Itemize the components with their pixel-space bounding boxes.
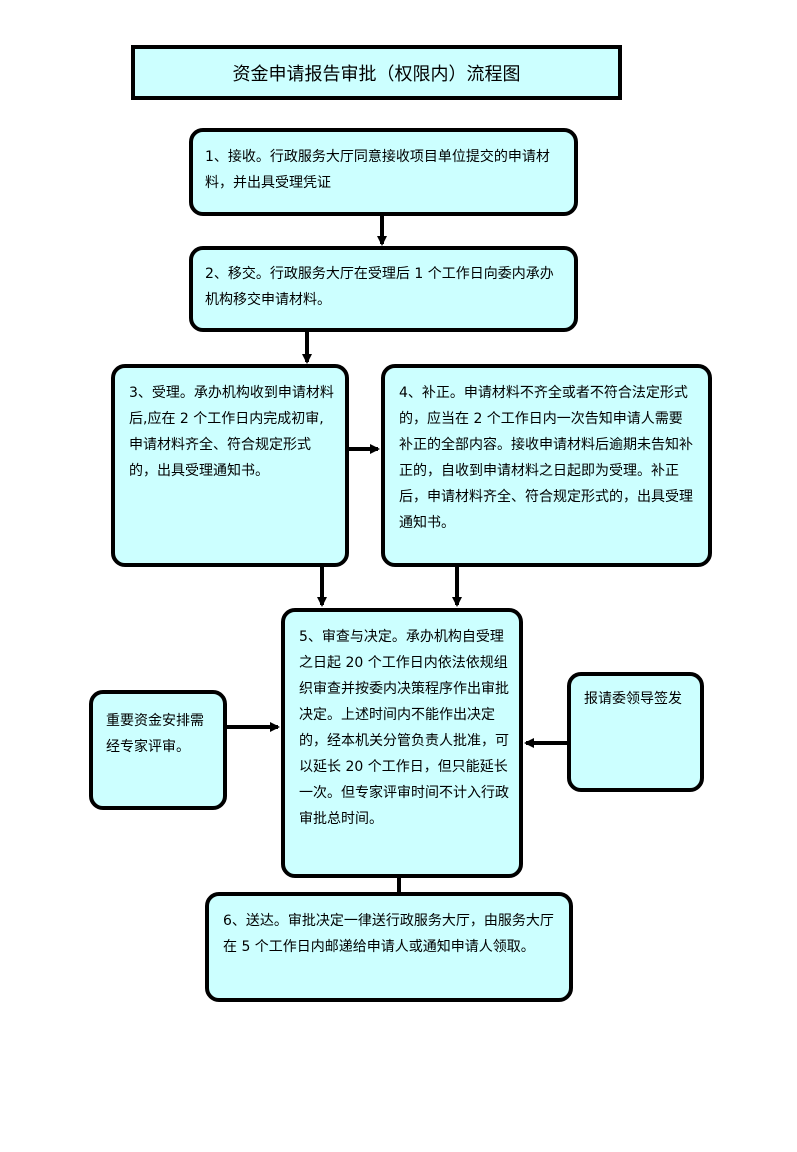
step-5-review-decision: 5、审查与决定。承办机构自受理之日起 20 个工作日内依法依规组织审查并按委内决… (281, 608, 523, 878)
note-leader-sign-text: 报请委领导签发 (584, 691, 682, 707)
page-title: 资金申请报告审批（权限内）流程图 (131, 45, 622, 100)
step-3-accept: 3、受理。承办机构收到申请材料后,应在 2 个工作日内完成初审,申请材料齐全、符… (111, 364, 349, 567)
step-6-deliver: 6、送达。审批决定一律送行政服务大厅，由服务大厅在 5 个工作日内邮递给申请人或… (205, 892, 573, 1002)
step-2-text: 2、移交。行政服务大厅在受理后 1 个工作日向委内承办机构移交申请材料。 (205, 266, 554, 308)
step-1-text: 1、接收。行政服务大厅同意接收项目单位提交的申请材料，并出具受理凭证 (205, 149, 550, 191)
note-expert-review: 重要资金安排需经专家评审。 (89, 690, 227, 810)
note-leader-sign: 报请委领导签发 (567, 672, 704, 792)
step-5-text: 5、审查与决定。承办机构自受理之日起 20 个工作日内依法依规组织审查并按委内决… (299, 629, 509, 827)
step-6-text: 6、送达。审批决定一律送行政服务大厅，由服务大厅在 5 个工作日内邮递给申请人或… (223, 913, 554, 955)
step-4-supplement: 4、补正。申请材料不齐全或者不符合法定形式的，应当在 2 个工作日内一次告知申请… (381, 364, 712, 567)
step-2-transfer: 2、移交。行政服务大厅在受理后 1 个工作日向委内承办机构移交申请材料。 (189, 246, 578, 332)
title-text: 资金申请报告审批（权限内）流程图 (232, 63, 521, 85)
step-3-text: 3、受理。承办机构收到申请材料后,应在 2 个工作日内完成初审,申请材料齐全、符… (129, 385, 334, 479)
note-expert-review-text: 重要资金安排需经专家评审。 (106, 713, 204, 755)
step-4-text: 4、补正。申请材料不齐全或者不符合法定形式的，应当在 2 个工作日内一次告知申请… (399, 385, 693, 531)
step-1-receive: 1、接收。行政服务大厅同意接收项目单位提交的申请材料，并出具受理凭证 (189, 128, 578, 216)
